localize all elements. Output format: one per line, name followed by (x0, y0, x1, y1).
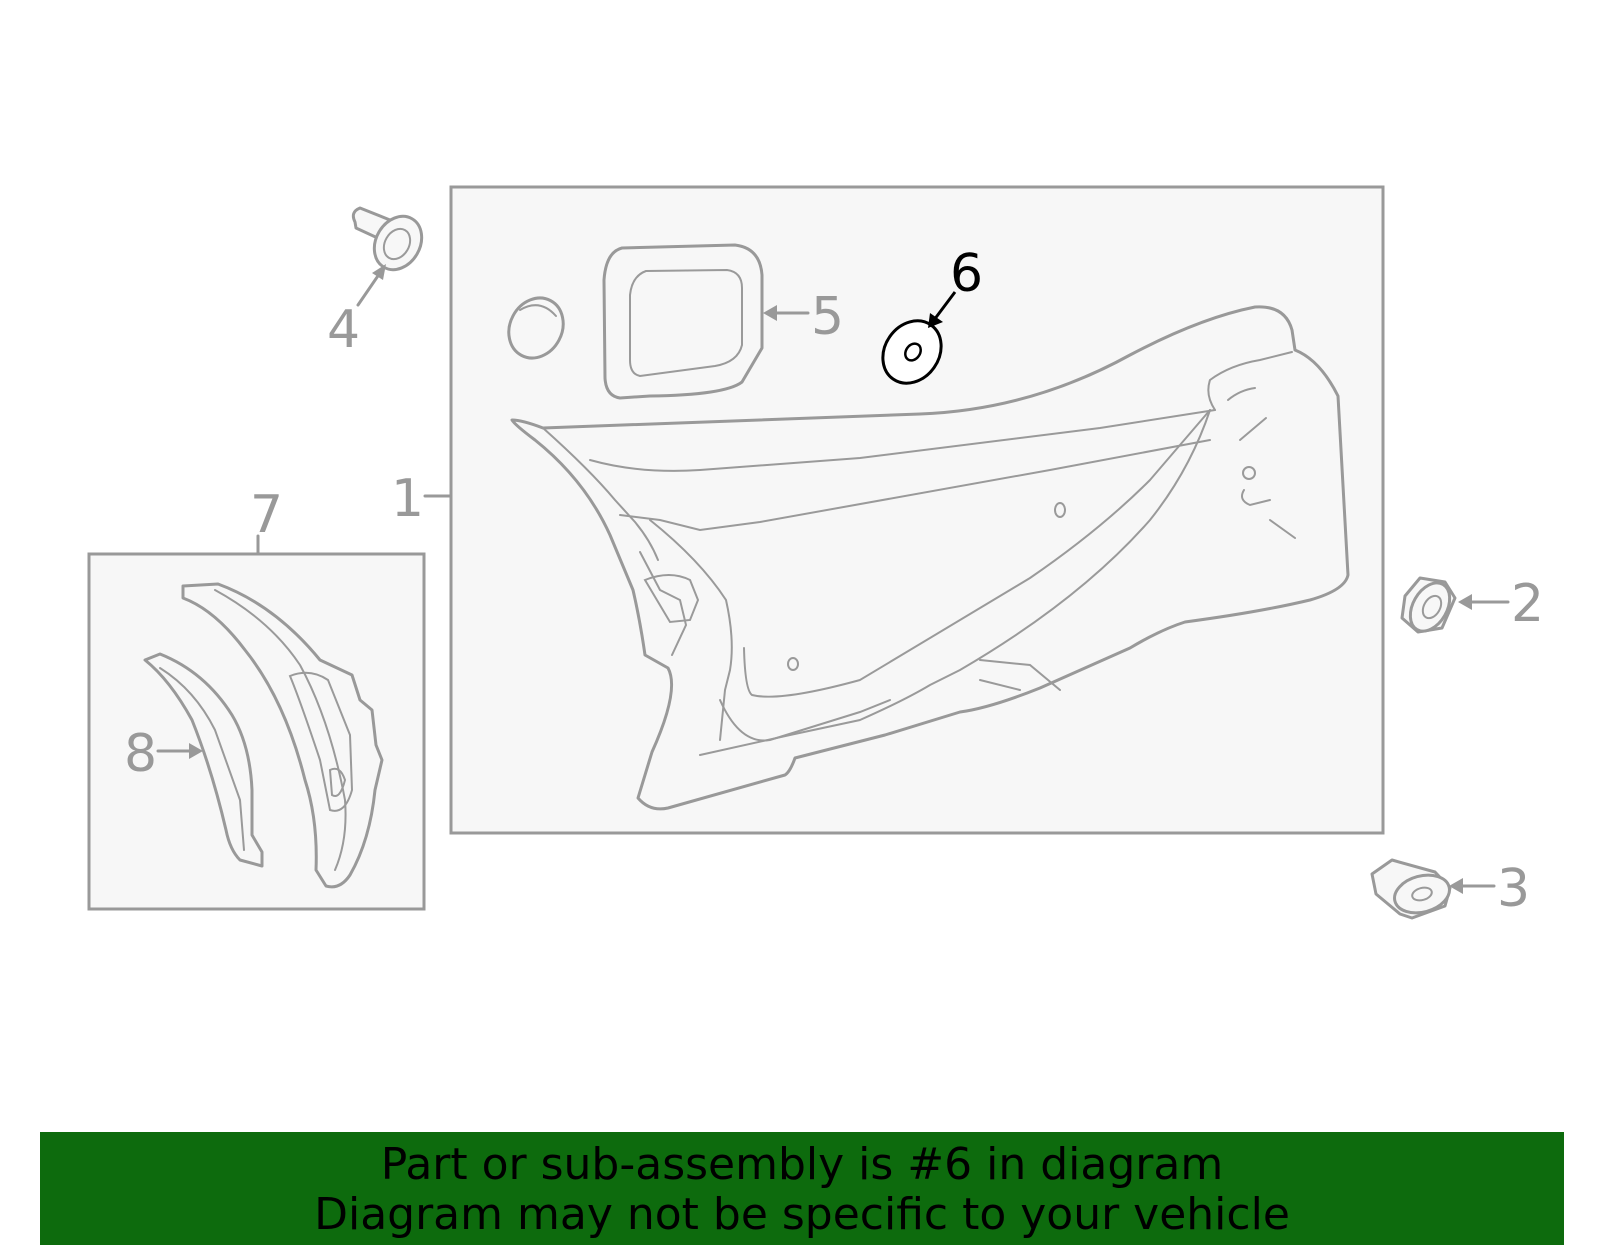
callout-3: 3 (1497, 859, 1530, 919)
callout-4: 4 (327, 300, 360, 360)
callout-7: 7 (250, 485, 283, 545)
callout-1: 1 (391, 469, 424, 529)
callout-8: 8 (124, 724, 157, 784)
callout-2: 2 (1511, 574, 1544, 634)
arrow-5 (763, 305, 777, 321)
arrow-2 (1458, 594, 1472, 610)
callout-6: 6 (950, 244, 983, 304)
plug-part (507, 296, 565, 360)
part-7-wheelhouse (181, 582, 384, 889)
callout-5: 5 (811, 287, 844, 347)
part-4-pin (351, 206, 424, 272)
arrow-8 (189, 743, 203, 759)
part-8-panel (143, 652, 264, 868)
banner-line-2: Diagram may not be specific to your vehi… (314, 1189, 1290, 1240)
arrow-3 (1449, 878, 1463, 894)
part-5-cover (602, 243, 764, 400)
banner-line-1: Part or sub-assembly is #6 in diagram (380, 1139, 1224, 1190)
arrow-6 (928, 313, 943, 328)
leader-6 (932, 291, 957, 321)
part-3-clip (1370, 858, 1452, 920)
part-2-nut (1400, 576, 1457, 634)
arrow-4 (372, 264, 386, 280)
part-1-trim-panel (510, 305, 1350, 811)
info-banner: Part or sub-assembly is #6 in diagram Di… (40, 1132, 1564, 1245)
